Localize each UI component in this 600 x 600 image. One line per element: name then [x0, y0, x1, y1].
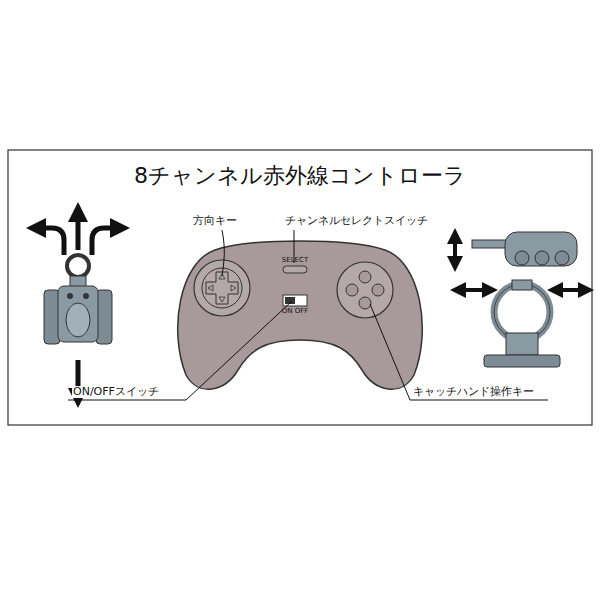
callout-label: 方向キー: [192, 215, 238, 227]
leader-lines: [68, 230, 548, 400]
frame: [8, 150, 592, 425]
robot-front: [36, 212, 120, 398]
panel-marking: ON OFF: [282, 308, 309, 316]
panel-marking: SELECT: [282, 257, 308, 265]
callout-label: チャンネルセレクトスイッチ: [284, 215, 429, 227]
robot-side-and-hand: [455, 232, 586, 367]
diagram-title: 8チャンネル赤外線コントローラ: [134, 164, 466, 188]
controller: [178, 241, 423, 389]
callout-label: キャッチハンド操作キー: [412, 386, 535, 398]
callout-label: ON/OFFスイッチ: [72, 386, 160, 398]
